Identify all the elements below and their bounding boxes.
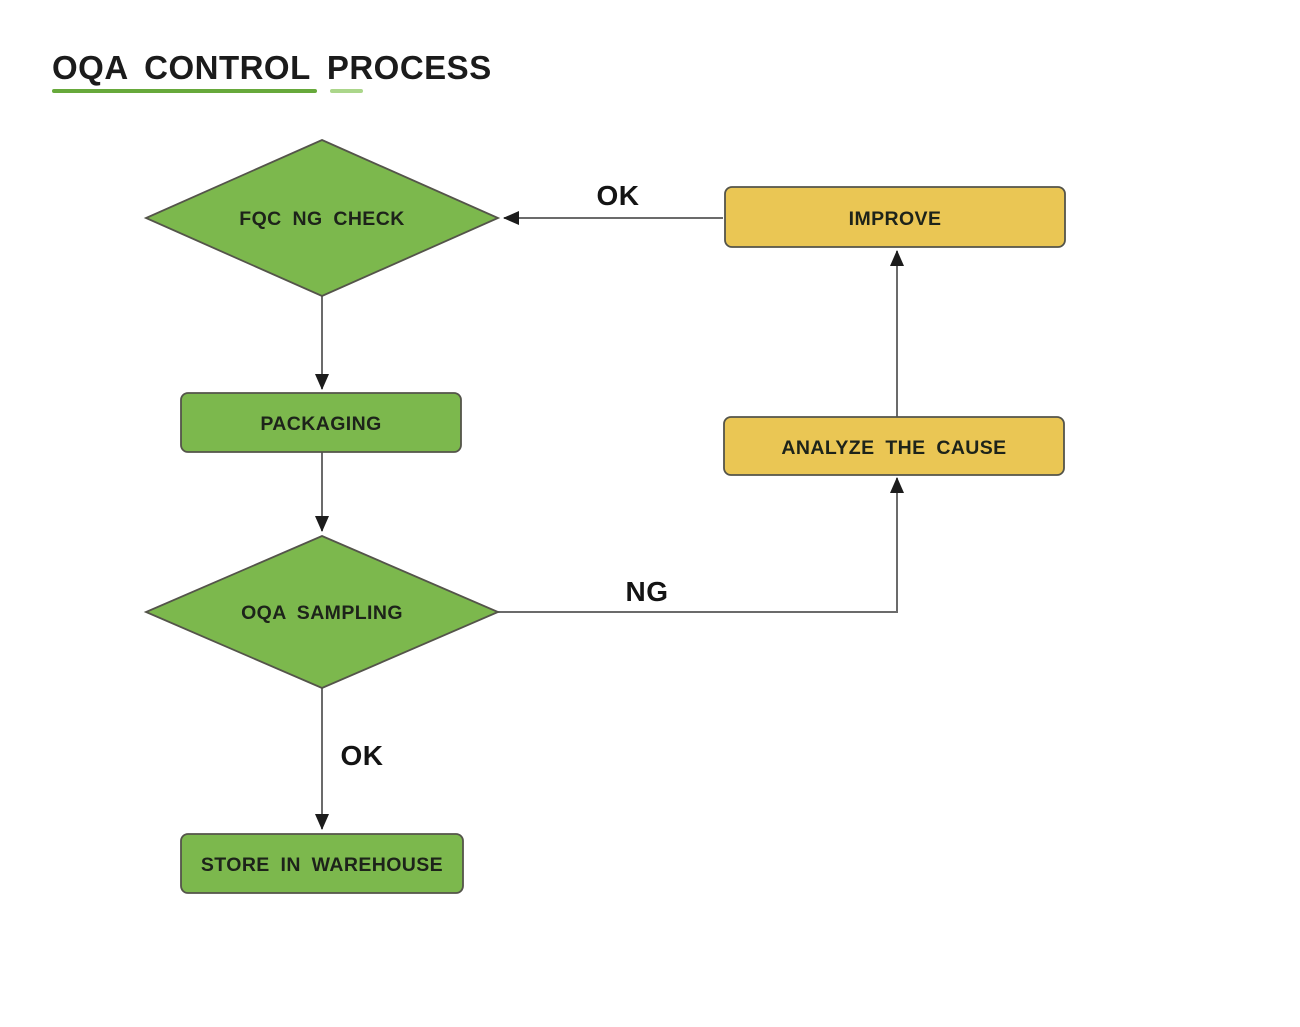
node-oqa-sampling <box>143 535 501 689</box>
edge-label-ok-oqa-to-store: OK <box>341 740 384 771</box>
title-underline-dark <box>52 89 317 93</box>
edge-label-ok-improve-to-fqc: OK <box>597 180 640 211</box>
node-store-in-warehouse <box>180 833 464 894</box>
node-oqa-sampling-label: OQA SAMPLING <box>241 602 403 624</box>
node-analyze-the-cause <box>723 416 1065 476</box>
title-underline-light <box>330 89 363 93</box>
page-title: OQA CONTROL PROCESS <box>52 49 492 86</box>
node-fqc-ng-check <box>143 139 501 297</box>
node-improve <box>724 186 1066 248</box>
node-improve-label: IMPROVE <box>849 208 942 230</box>
node-packaging <box>180 392 462 453</box>
edge-label-ng-oqa-to-analyze: NG <box>626 576 669 607</box>
node-packaging-label: PACKAGING <box>260 413 381 435</box>
node-store-in-warehouse-label: STORE IN WAREHOUSE <box>201 854 443 876</box>
edge-oqa-to-analyze <box>498 477 904 613</box>
node-analyze-the-cause-label: ANALYZE THE CAUSE <box>781 437 1006 459</box>
node-fqc-ng-check-label: FQC NG CHECK <box>239 208 404 230</box>
